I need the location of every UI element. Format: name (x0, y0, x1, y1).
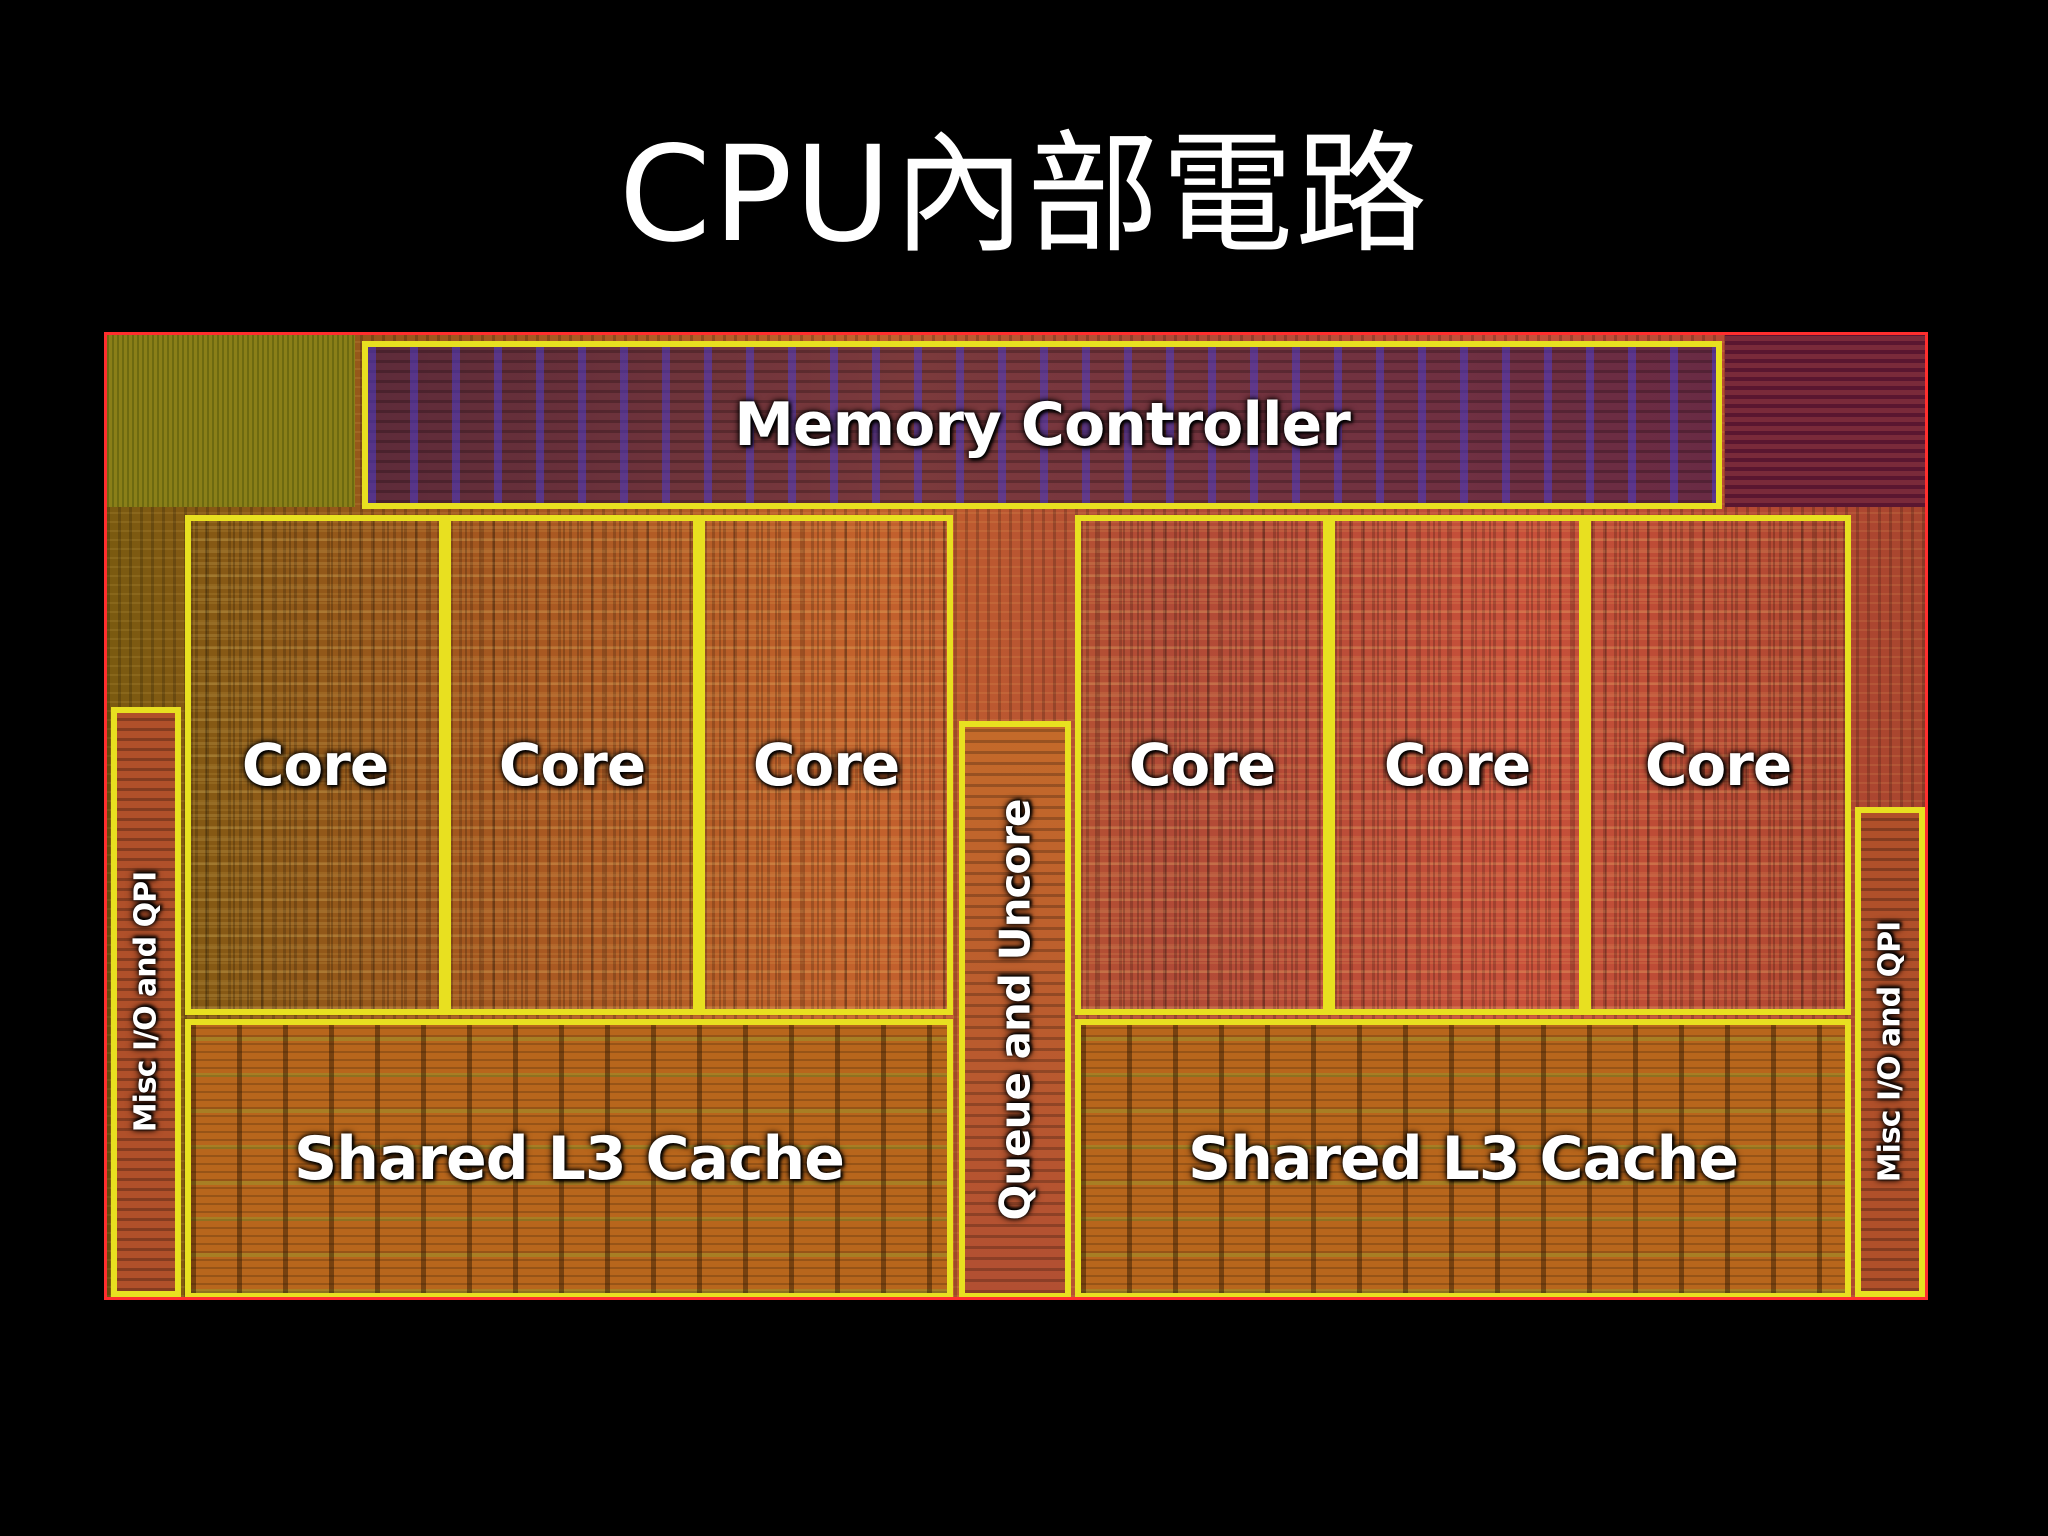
queue-uncore-block: Queue and Uncore (959, 721, 1071, 1297)
queue-uncore-label: Queue and Uncore (990, 799, 1040, 1221)
core-block-1: Core (185, 515, 445, 1015)
misc-io-left-block: Misc I/O and QPI (111, 707, 181, 1297)
die-corner-top-left (107, 335, 355, 507)
core-label: Core (752, 731, 900, 799)
core-label: Core (1644, 731, 1792, 799)
core-block-5: Core (1329, 515, 1585, 1015)
memory-controller-block: Memory Controller (362, 341, 1722, 509)
core-label: Core (241, 731, 389, 799)
die-corner-top-right (1725, 335, 1925, 507)
l3-cache-block-left: Shared L3 Cache (185, 1019, 953, 1297)
l3-cache-label: Shared L3 Cache (294, 1124, 845, 1194)
core-label: Core (1128, 731, 1276, 799)
slide-title: CPU內部電路 (618, 118, 1430, 272)
core-label: Core (1383, 731, 1531, 799)
core-block-3: Core (699, 515, 953, 1015)
l3-cache-label: Shared L3 Cache (1188, 1124, 1739, 1194)
cpu-die-image: Memory Controller Misc I/O and QPI Core … (104, 332, 1928, 1300)
core-block-6: Core (1585, 515, 1851, 1015)
misc-io-right-block: Misc I/O and QPI (1855, 807, 1925, 1297)
l3-cache-block-right: Shared L3 Cache (1075, 1019, 1851, 1297)
core-label: Core (498, 731, 646, 799)
memory-controller-label: Memory Controller (734, 390, 1351, 460)
misc-io-left-label: Misc I/O and QPI (128, 871, 164, 1133)
core-block-4: Core (1075, 515, 1329, 1015)
misc-io-right-label: Misc I/O and QPI (1872, 921, 1908, 1183)
core-block-2: Core (445, 515, 699, 1015)
